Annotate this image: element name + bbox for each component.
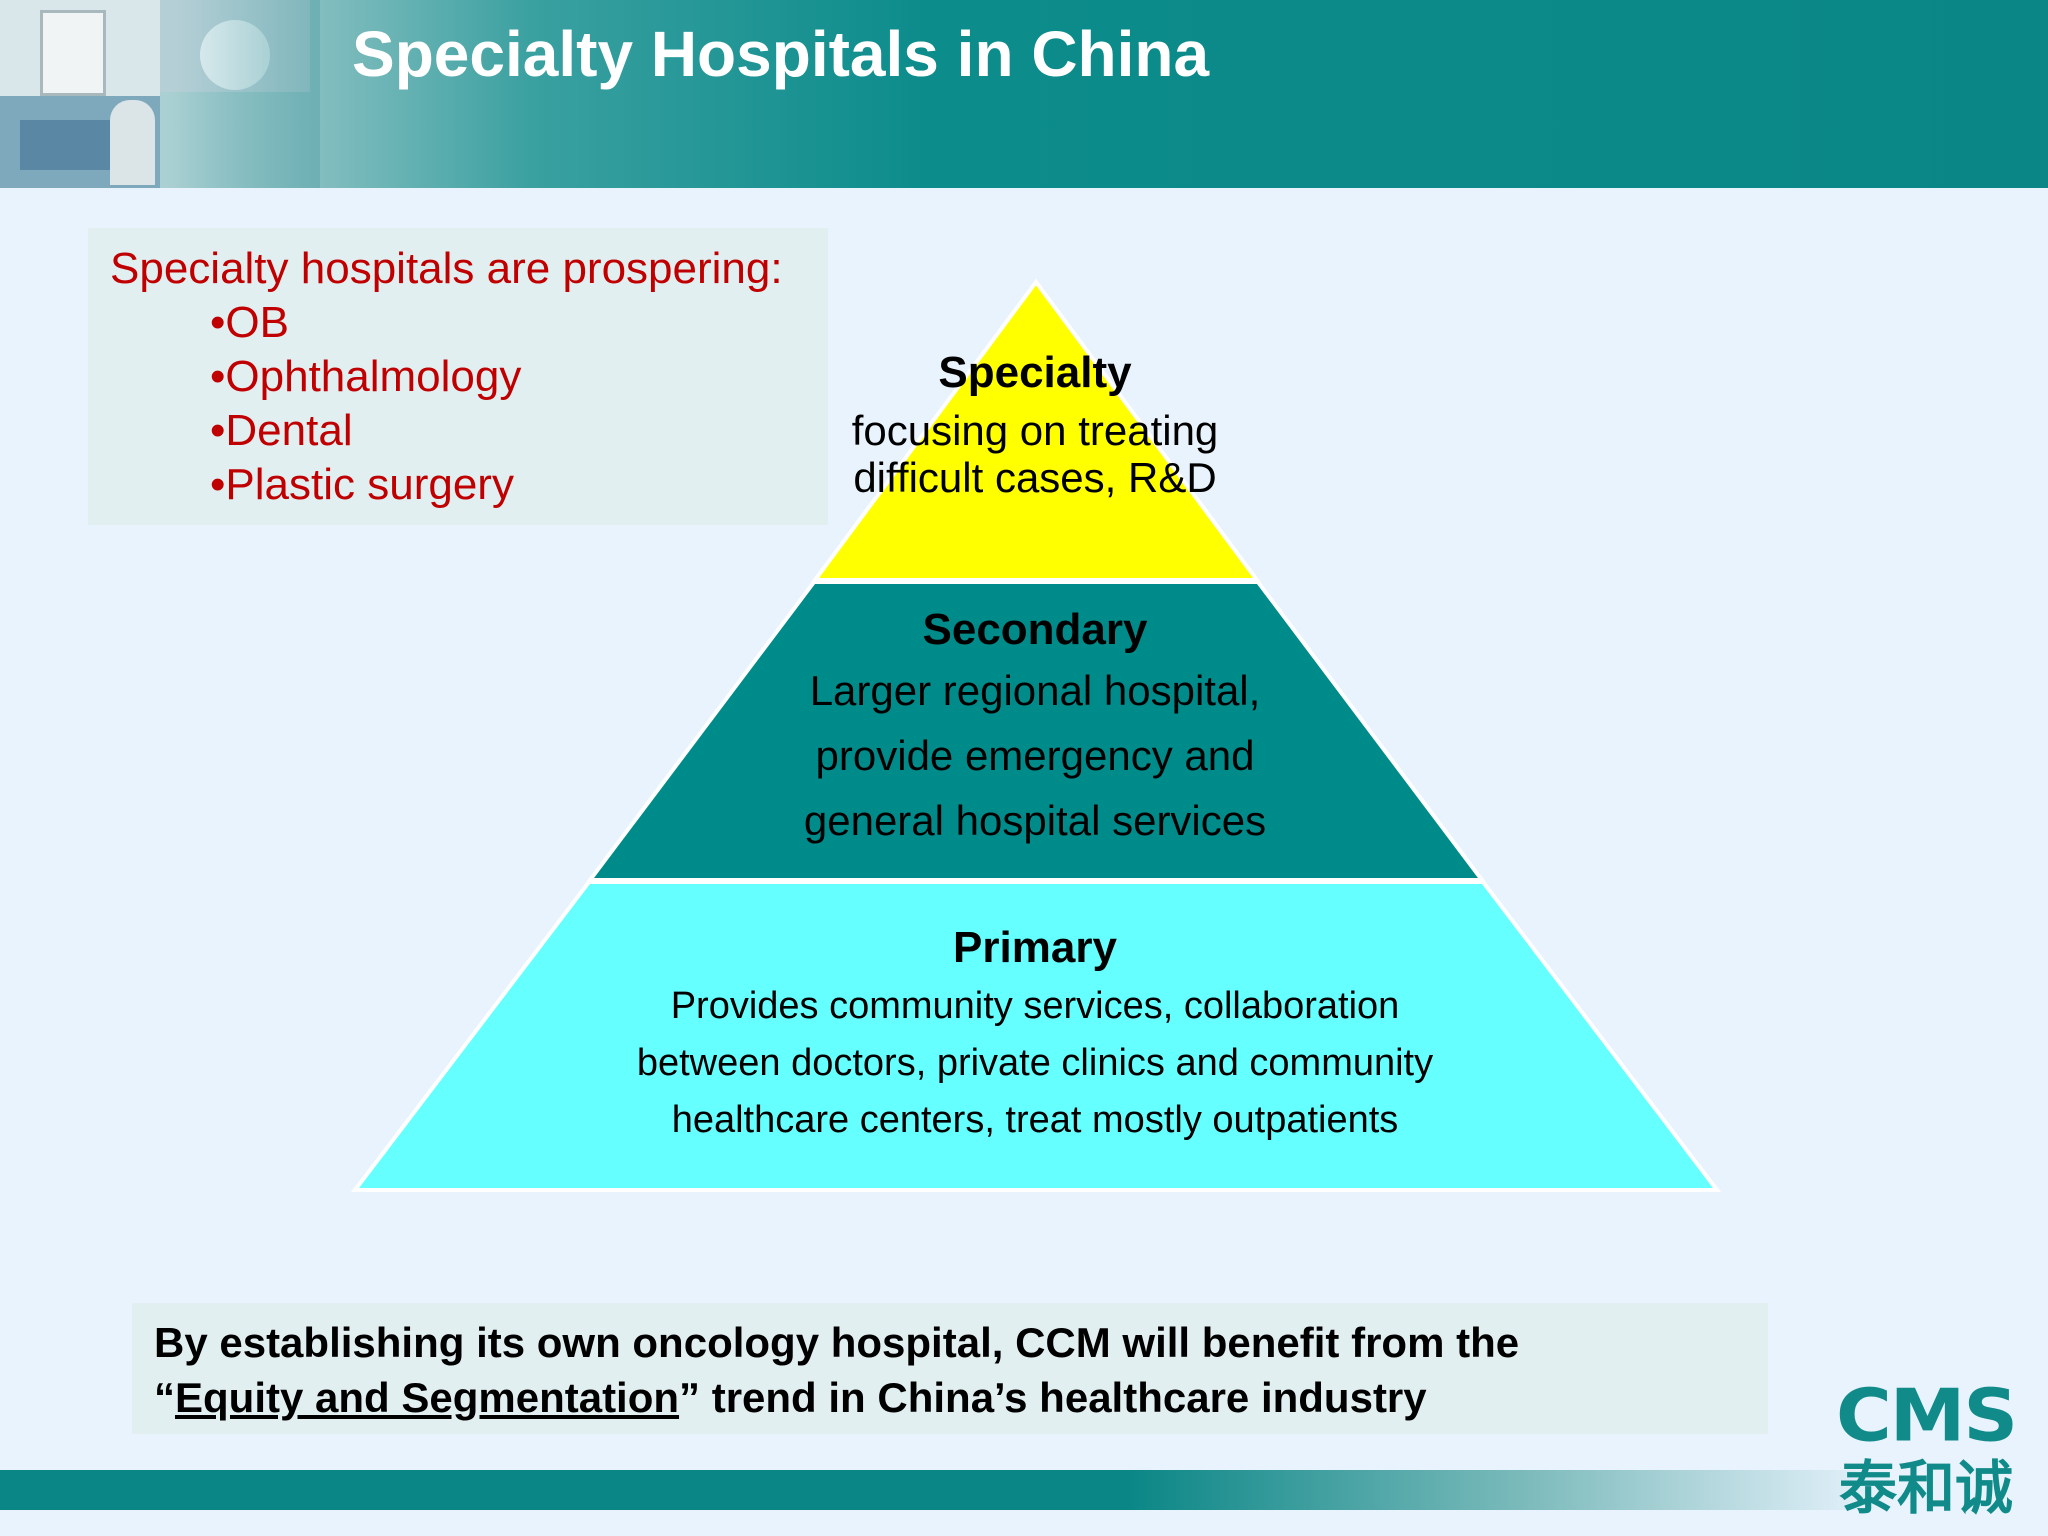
conclusion-box: By establishing its own oncology hospita… [132, 1303, 1768, 1434]
header-banner: Specialty Hospitals in China [0, 0, 2048, 188]
emphasis-text: Equity and Segmentation [175, 1374, 680, 1421]
tier-secondary-label: Secondary Larger regional hospital, prov… [720, 602, 1350, 853]
tier-description: Larger regional hospital, provide emerge… [720, 658, 1350, 853]
header-photo [0, 0, 320, 188]
tier-description: focusing on treating difficult cases, R&… [780, 407, 1290, 501]
conclusion-line-2: “Equity and Segmentation” trend in China… [154, 1370, 1768, 1425]
tier-description-line: focusing on treating [851, 407, 1219, 454]
pyramid-tier-primary [350, 880, 1722, 1192]
company-logo: CMS [1836, 1373, 2018, 1458]
open-quote: “ [154, 1374, 175, 1421]
tier-specialty-label: Specialty focusing on treating difficult… [780, 345, 1290, 501]
tier-description-line: healthcare centers, treat mostly outpati… [671, 1099, 1399, 1141]
tier-title: Secondary [922, 605, 1148, 654]
page-title: Specialty Hospitals in China [352, 18, 1210, 90]
tier-description-line: Provides community services, collaborati… [670, 985, 1400, 1027]
conclusion-line-1: By establishing its own oncology hospita… [154, 1319, 1520, 1366]
tier-title: Specialty [938, 348, 1132, 397]
conclusion-suffix: ” trend in China’s healthcare industry [679, 1374, 1427, 1421]
tier-description-line: difficult cases, R&D [853, 454, 1217, 501]
tier-description-line: provide emergency and [815, 732, 1255, 779]
list-item: •Plastic surgery [210, 460, 514, 509]
info-heading: Specialty hospitals are prospering: [110, 244, 783, 293]
tier-description: Provides community services, collaborati… [560, 978, 1510, 1149]
company-logo-chinese: 泰和诚 [1838, 1454, 2013, 1522]
specialty-list: •OB •Ophthalmology •Dental •Plastic surg… [110, 296, 828, 512]
list-item: •Ophthalmology [210, 352, 522, 401]
list-item: •Dental [210, 406, 353, 455]
tier-description-line: Larger regional hospital, [809, 667, 1261, 714]
tier-description-line: general hospital services [803, 797, 1267, 844]
tier-primary-label: Primary Provides community services, col… [560, 920, 1510, 1149]
tier-title: Primary [953, 923, 1117, 972]
specialty-info-box: Specialty hospitals are prospering: •OB … [88, 228, 828, 525]
list-item: •OB [210, 298, 289, 347]
tier-description-line: between doctors, private clinics and com… [636, 1042, 1434, 1084]
footer-bar [0, 1470, 2048, 1510]
